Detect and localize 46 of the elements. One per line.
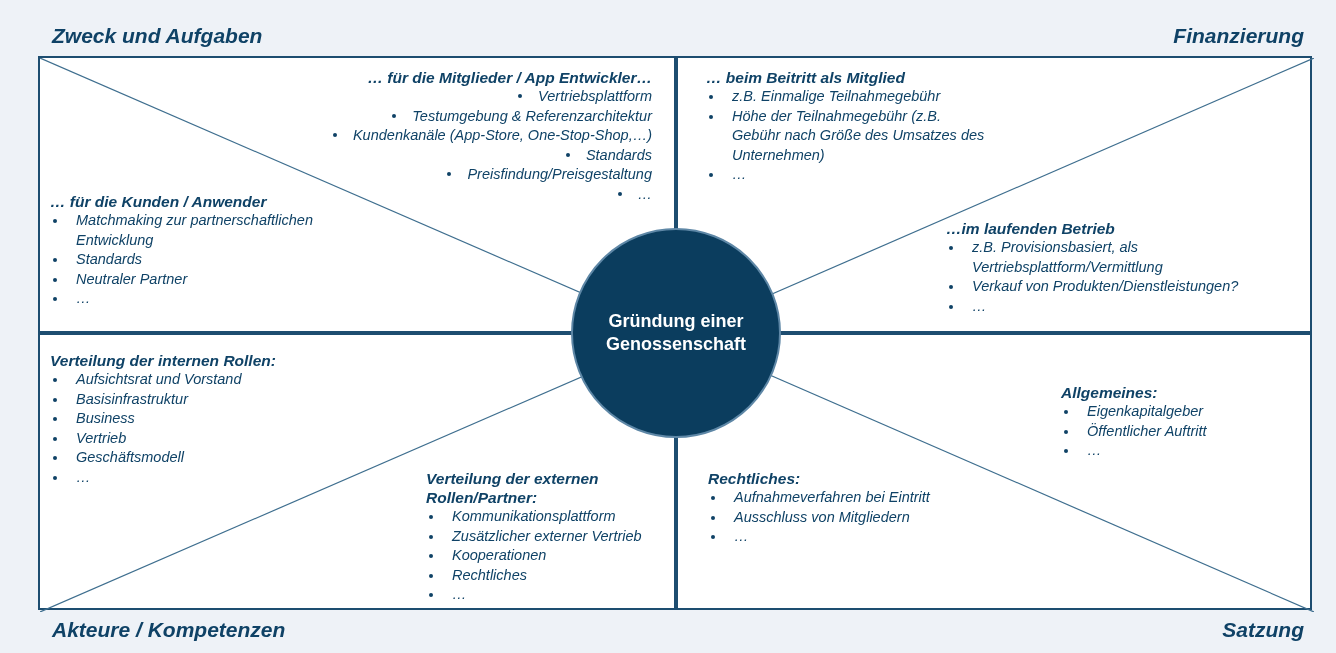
bullet-text: Basisinfrastruktur bbox=[76, 390, 188, 407]
bullet-text: Eigenkapitalgeber bbox=[1087, 403, 1204, 419]
bullet-text: … bbox=[452, 586, 467, 602]
block-heading: Verteilung der internen Rollen: bbox=[50, 351, 277, 370]
bullet-text: Preisfindung/Preisgestaltung bbox=[467, 166, 652, 182]
block-heading: …im laufenden Betrieb bbox=[946, 219, 1116, 238]
bullet-text: … bbox=[1087, 442, 1102, 458]
bullet-text: Rechtliches bbox=[452, 566, 527, 583]
bullet-text: Öffentlicher Auftritt bbox=[1087, 422, 1207, 439]
bullet-text: Testumgebung & Referenzarchitektur bbox=[412, 107, 652, 124]
bullet-text: … bbox=[76, 290, 91, 306]
section-title: Satzung bbox=[1222, 618, 1304, 642]
section-title: Finanzierung bbox=[1173, 24, 1304, 48]
bullet-text: Geschäftsmodell bbox=[76, 449, 184, 465]
bullet-text: … bbox=[637, 185, 652, 202]
bullet-text: Matchmaking zur partnerschaftlichen Entwicklung bbox=[76, 212, 313, 248]
bullet-text: … bbox=[732, 166, 747, 182]
bullet-text: … bbox=[972, 297, 987, 314]
bullet-text: Kooperationen bbox=[452, 547, 547, 563]
bullet-text: Ausschluss von Mitgliedern bbox=[734, 508, 910, 525]
bullet-text: Standards bbox=[585, 146, 652, 163]
bullet-text: z.B. Einmalige Teilnahmegebühr bbox=[732, 88, 941, 104]
bullet-text: Standards bbox=[76, 251, 143, 267]
bullet-text: Zusätzlicher externer Vertrieb bbox=[452, 527, 642, 544]
bullet-text: Aufnahmeverfahren bei Eintritt bbox=[734, 489, 930, 505]
bullet-text: Vertriebsplattform bbox=[538, 88, 652, 104]
bullet-text: z.B. Provisionsbasiert, als Vertriebsplattform/Vermittlung bbox=[972, 239, 1163, 275]
block-heading: Rechtliches: bbox=[708, 469, 802, 488]
bullet-text: Verkauf von Produkten/Dienstleistungen? bbox=[972, 278, 1239, 294]
block-heading: … für die Mitglieder / App Entwickler… bbox=[366, 68, 652, 87]
section-title: Zweck und Aufgaben bbox=[52, 24, 263, 48]
section-title: Akteure / Kompetenzen bbox=[52, 618, 286, 642]
bullet-text: … bbox=[734, 528, 749, 544]
bullet-text: Kundenkanäle (App-Store, One-Stop-Shop,…) bbox=[352, 127, 652, 143]
bullet-text: … bbox=[76, 468, 91, 485]
block-heading: Verteilung der externen Rollen/Partner: bbox=[426, 469, 600, 507]
center-label: Gründung einer Genossenschaft bbox=[606, 310, 746, 356]
bullet-text: Aufsichtsrat und Vorstand bbox=[76, 371, 242, 387]
bullet-text: Kommunikationsplattform bbox=[452, 508, 616, 524]
bullet-text: Business bbox=[76, 410, 135, 426]
bullet-text: Neutraler Partner bbox=[76, 270, 188, 287]
block-heading: … für die Kunden / Anwender bbox=[50, 192, 268, 211]
block-heading: … beim Beitritt als Mitglied bbox=[706, 68, 906, 87]
bullet-text: Vertrieb bbox=[76, 429, 127, 446]
bullet-text: Höhe der Teilnahmegebühr (z.B. Gebühr nach Größe des Umsatzes des Unternehmen) bbox=[732, 107, 985, 163]
block-heading: Allgemeines: bbox=[1061, 383, 1159, 402]
